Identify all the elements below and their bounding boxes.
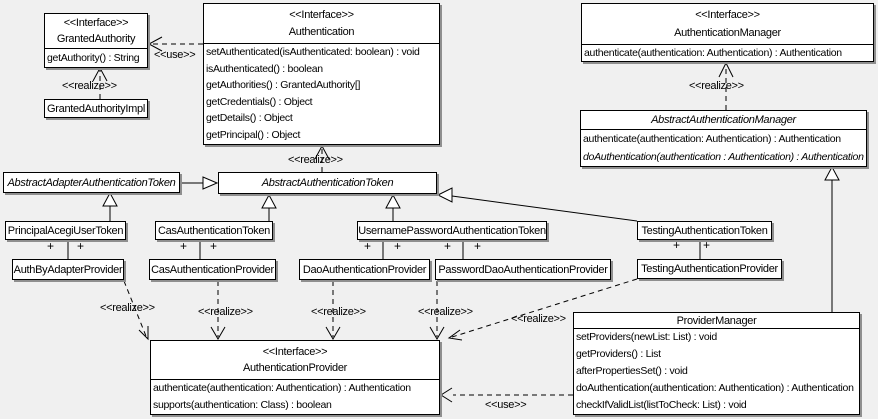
gen-triangle-testing-token xyxy=(436,187,453,203)
class-name: ProviderManager xyxy=(676,314,757,327)
method: isAuthenticated() : boolean xyxy=(206,62,323,75)
class-name: AuthenticationManager xyxy=(674,26,781,39)
gen-triangle-provider-manager xyxy=(824,165,840,181)
class-username-password-authentication-token: UsernamePasswordAuthenticationToken xyxy=(357,221,547,240)
method: doAuthentication(authentication: Authent… xyxy=(576,382,854,394)
assoc-plus: + xyxy=(47,239,55,253)
assoc-plus: + xyxy=(210,239,218,253)
class-auth-by-adapter-provider: AuthByAdapterProvider xyxy=(12,259,124,280)
assoc-plus: + xyxy=(444,239,452,253)
class-name: PrincipalAcegiUserToken xyxy=(7,224,124,237)
assoc-plus: + xyxy=(364,239,372,253)
assoc-plus: + xyxy=(703,238,711,252)
class-name: UsernamePasswordAuthenticationToken xyxy=(358,224,546,237)
gen-line-testing-token-to-abstract-token xyxy=(451,195,638,222)
method: setAuthenticated(isAuthenticated: boolea… xyxy=(206,46,420,58)
class-abstract-authentication-manager: AbstractAuthenticationManager authentica… xyxy=(580,110,867,167)
realize-arrow-authentication xyxy=(314,144,330,160)
use-arrow-provider-if xyxy=(440,387,453,403)
class-authentication-provider: <<Interface>> AuthenticationProvider aut… xyxy=(150,340,440,415)
realize-label-auth-by-adapter: <<realize>> xyxy=(100,302,155,314)
class-name: TestingAuthenticationProvider xyxy=(641,263,778,275)
class-provider-manager: ProviderManager setProviders(newList: Li… xyxy=(573,312,860,415)
class-authentication-manager: <<Interface>> AuthenticationManager auth… xyxy=(581,3,874,62)
method: getAuthority() : String xyxy=(47,52,140,64)
stereotype-label: <<Interface>> xyxy=(289,9,354,21)
class-name: CasAuthenticationToken xyxy=(157,224,271,237)
realize-label-abstract-authentication-manager: <<realize>> xyxy=(689,80,744,92)
method: checkIfValidList(listToCheck: List) : vo… xyxy=(576,399,747,411)
gen-triangle-adapter-token xyxy=(202,176,219,190)
realize-label-dao-provider: <<realize>> xyxy=(311,306,366,318)
method: getCredentials() : Object xyxy=(206,95,313,108)
method: afterPropertiesSet() : void xyxy=(576,365,688,377)
class-testing-authentication-provider: TestingAuthenticationProvider xyxy=(637,259,782,279)
realize-arrow-grantedauthority xyxy=(92,66,108,82)
realize-label-abstract-authentication-token: <<realize>> xyxy=(288,154,343,166)
assoc-plus: + xyxy=(673,238,681,252)
class-name: AbstractAuthenticationToken xyxy=(261,177,394,189)
class-granted-authority: <<Interface>> GrantedAuthority getAuthor… xyxy=(44,13,148,68)
class-name: CasAuthenticationProvider xyxy=(151,263,274,276)
method: authenticate(authentication: Authenticat… xyxy=(153,382,411,394)
class-testing-authentication-token: TestingAuthenticationToken xyxy=(637,221,772,240)
stereotype-label: <<Interface>> xyxy=(695,9,760,22)
use-arrow-grantedauthority xyxy=(147,36,163,52)
realize-arrow-provider-if-5 xyxy=(447,329,463,341)
method: authenticate(authentication: Authenticat… xyxy=(583,133,841,145)
class-authentication: <<Interface>> Authentication setAuthenti… xyxy=(203,3,440,145)
realize-arrow-provider-if-4 xyxy=(429,326,445,340)
class-name: Authentication xyxy=(288,26,355,38)
class-password-dao-authentication-provider: PasswordDaoAuthenticationProvider xyxy=(435,259,611,280)
class-name: AbstractAdapterAuthenticationToken xyxy=(7,176,176,189)
use-label-provider-manager: <<use>> xyxy=(485,399,527,411)
method: authenticate(authentication: Authenticat… xyxy=(584,47,842,59)
assoc-plus: + xyxy=(180,239,188,253)
assoc-plus: + xyxy=(77,239,85,253)
method: getDetails() : Object xyxy=(206,112,293,124)
class-abstract-adapter-authentication-token: AbstractAdapterAuthenticationToken xyxy=(3,172,180,193)
realize-arrow-authentication-manager xyxy=(718,61,734,78)
class-principal-acegi-user-token: PrincipalAcegiUserToken xyxy=(5,221,126,240)
class-name: GrantedAuthorityImpl xyxy=(47,102,145,115)
gen-triangle-principal xyxy=(102,191,118,207)
realize-label-testing-provider: <<realize>> xyxy=(511,313,566,325)
gen-triangle-usernamepassword xyxy=(385,193,401,209)
realize-line-authbyadapter-to-provider-if xyxy=(123,280,147,337)
method: setProviders(newList: List) : void xyxy=(576,331,717,343)
method: getProviders() : List xyxy=(576,348,661,360)
class-granted-authority-impl: GrantedAuthorityImpl xyxy=(44,99,148,118)
realize-label-cas-provider: <<realize>> xyxy=(198,306,253,318)
class-name: AuthByAdapterProvider xyxy=(13,263,123,276)
class-name: AbstractAuthenticationManager xyxy=(651,114,796,126)
gen-triangle-cas-token xyxy=(261,193,277,209)
class-name: TestingAuthenticationToken xyxy=(641,224,768,237)
stereotype-label: <<Interface>> xyxy=(63,17,129,30)
assoc-plus: + xyxy=(394,239,402,253)
assoc-plus: + xyxy=(474,239,482,253)
realize-arrow-provider-if-1 xyxy=(138,326,149,341)
method: doAuthentication(authentication : Authen… xyxy=(583,151,864,163)
method: getAuthorities() : GrantedAuthority[] xyxy=(206,79,361,91)
class-name: GrantedAuthority xyxy=(56,32,136,45)
class-abstract-authentication-token: AbstractAuthenticationToken xyxy=(218,172,437,194)
use-label-grantedauthority: <<use>> xyxy=(154,49,196,61)
realize-arrow-provider-if-2 xyxy=(210,326,226,340)
method: getPrincipal() : Object xyxy=(206,128,301,141)
realize-arrow-provider-if-3 xyxy=(325,326,341,340)
class-name: DaoAuthenticationProvider xyxy=(302,263,427,276)
stereotype-label: <<Interface>> xyxy=(262,345,328,358)
class-cas-authentication-token: CasAuthenticationToken xyxy=(155,221,273,240)
class-name: PasswordDaoAuthenticationProvider xyxy=(438,263,608,276)
class-cas-authentication-provider: CasAuthenticationProvider xyxy=(149,259,276,280)
class-name: AuthenticationProvider xyxy=(242,362,348,375)
realize-label-password-dao-provider: <<realize>> xyxy=(418,306,473,318)
method: supports(authentication: Class) : boolea… xyxy=(153,398,332,411)
class-dao-authentication-provider: DaoAuthenticationProvider xyxy=(299,259,430,280)
realize-label-grantedauthorityimpl: <<realize>> xyxy=(62,80,117,92)
